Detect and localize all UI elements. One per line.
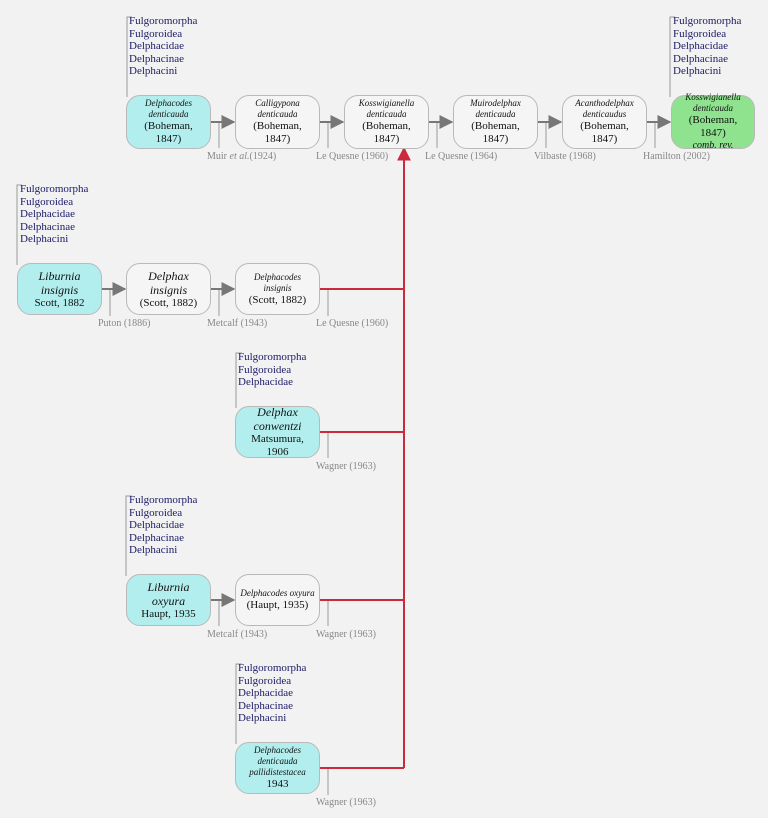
taxon-superfamily: Fulgoroidea — [238, 363, 292, 376]
taxon-author: (Boheman, 1847) — [471, 120, 520, 145]
taxon-order: Fulgoromorpha — [129, 15, 198, 27]
taxon-node-original[interactable]: Delphax conwentzi Matsumura, 1906 — [235, 405, 320, 458]
taxon-name: Calligypona denticauda — [255, 98, 300, 119]
citation-label: Hamilton (2002) — [643, 151, 710, 162]
taxon-author: (Haupt, 1935) — [246, 599, 309, 611]
taxon-author: 1943 — [266, 778, 289, 790]
taxon-node-original[interactable]: Delphacodes denticauda (Boheman, 1847) — [126, 95, 211, 149]
taxon-author: Scott, 1882 — [34, 296, 85, 309]
taxon-author: Matsumura, 1906 — [251, 433, 304, 458]
taxon-name: Delphacodes insignis — [254, 271, 301, 293]
taxon-subfamily: Delphacinae — [20, 220, 75, 233]
taxon-node[interactable]: Delphax insignis (Scott, 1882) — [126, 263, 211, 315]
taxon-name: Delphax conwentzi — [253, 405, 302, 433]
taxon-node-current[interactable]: Kosswigianella denticauda (Boheman, 1847… — [671, 92, 755, 151]
taxon-author: (Boheman, 1847) — [362, 120, 411, 145]
taxonomy-bracket — [125, 495, 132, 576]
citation-label: Metcalf (1943) — [207, 629, 268, 640]
taxonomy-bracket — [16, 184, 22, 265]
taxonomy-list: Fulgoromorpha Fulgoroidea Delphacidae De… — [673, 15, 741, 78]
taxon-family: Delphacidae — [238, 687, 293, 700]
taxon-tribe: Delphacini — [129, 544, 178, 557]
citation-label: Le Quesne (1960) — [316, 318, 389, 329]
taxon-node-original[interactable]: Delphacodes denticauda pallidistestacea … — [235, 742, 320, 794]
taxon-family: Delphacidae — [20, 208, 75, 221]
taxonomy-bracket — [235, 663, 242, 744]
taxonomy-bracket — [126, 16, 132, 97]
taxon-name: Kosswigianella denticauda — [358, 98, 415, 119]
taxon-subfamily: Delphacinae — [673, 52, 728, 65]
taxon-node[interactable]: Kosswigianella denticauda (Boheman, 1847… — [344, 95, 429, 149]
taxon-node-original[interactable]: Liburnia insignis Scott, 1882 — [17, 263, 102, 315]
taxon-node[interactable]: Calligypona denticauda (Boheman, 1847) — [235, 95, 320, 149]
taxon-order: Fulgoromorpha — [238, 351, 307, 363]
citation-label: Le Quesne (1960) — [316, 151, 389, 162]
taxon-author: (Scott, 1882) — [248, 293, 307, 306]
taxon-name: Delphacodes oxyura — [240, 588, 315, 598]
taxonomy-list: Fulgoromorpha Fulgoroidea Delphacidae De… — [129, 15, 197, 78]
citation-label: Vilbaste (1968) — [534, 151, 596, 162]
taxon-node-original[interactable]: Liburnia oxyura Haupt, 1935 — [126, 574, 211, 626]
taxon-subfamily: Delphacinae — [129, 531, 184, 544]
citation-label: Le Quesne (1964) — [425, 151, 498, 162]
taxon-superfamily: Fulgoroidea — [20, 195, 74, 208]
taxon-superfamily: Fulgoroidea — [238, 674, 292, 687]
citation-label: Wagner (1963) — [316, 461, 377, 472]
citation-label: Muir et al.(1924) — [207, 151, 277, 162]
taxon-superfamily: Fulgoroidea — [129, 506, 183, 519]
taxon-node[interactable]: Delphacodes oxyura (Haupt, 1935) — [235, 574, 320, 626]
taxon-family: Delphacidae — [238, 376, 293, 389]
taxon-family: Delphacidae — [129, 40, 184, 53]
taxon-subfamily: Delphacinae — [129, 52, 184, 65]
taxon-superfamily: Fulgoroidea — [129, 27, 183, 40]
taxon-author: (Boheman, 1847) — [144, 120, 193, 145]
taxon-name: Kosswigianella denticauda — [685, 92, 741, 113]
taxon-family: Delphacidae — [673, 40, 728, 53]
taxon-name: Muirodelphax denticauda — [470, 98, 521, 119]
taxon-order: Fulgoromorpha — [673, 15, 742, 27]
taxon-author: (Scott, 1882) — [139, 296, 198, 309]
taxon-name: Delphacodes denticauda pallidistestacea — [249, 745, 306, 777]
taxon-node[interactable]: Acanthodelphax denticaudus (Boheman, 184… — [562, 95, 647, 149]
taxon-author: (Boheman, 1847) — [253, 120, 302, 145]
taxonomy-list: Fulgoromorpha Fulgoroidea Delphacidae De… — [238, 662, 306, 725]
taxon-order: Fulgoromorpha — [20, 183, 89, 195]
taxon-node[interactable]: Muirodelphax denticauda (Boheman, 1847) — [453, 95, 538, 149]
taxon-tribe: Delphacini — [238, 712, 287, 725]
citation-label: Wagner (1963) — [316, 629, 377, 640]
citation-label: Wagner (1963) — [316, 797, 377, 808]
taxon-order: Fulgoromorpha — [129, 494, 198, 506]
taxon-name: Liburnia insignis — [38, 268, 81, 297]
taxon-name: Liburnia oxyura — [147, 579, 190, 608]
taxon-subfamily: Delphacinae — [238, 699, 293, 712]
taxon-author: Haupt, 1935 — [141, 607, 196, 620]
taxon-name: Delphax insignis — [148, 268, 189, 297]
taxon-tribe: Delphacini — [129, 65, 178, 78]
taxon-name: Acanthodelphax denticaudus — [575, 98, 634, 119]
taxon-author: (Boheman, 1847) — [580, 120, 629, 145]
taxon-family: Delphacidae — [129, 519, 184, 532]
taxonomy-list: Fulgoromorpha Fulgoroidea Delphacidae — [238, 351, 306, 389]
taxon-name: Delphacodes denticauda — [145, 98, 192, 119]
taxonomy-list: Fulgoromorpha Fulgoroidea Delphacidae De… — [129, 494, 197, 557]
taxonomy-list: Fulgoromorpha Fulgoroidea Delphacidae De… — [20, 183, 88, 246]
taxon-tribe: Delphacini — [673, 65, 722, 78]
taxon-order: Fulgoromorpha — [238, 662, 307, 674]
taxonomy-bracket — [235, 352, 242, 408]
taxonomy-bracket — [669, 16, 675, 97]
taxon-tribe: Delphacini — [20, 233, 69, 246]
taxon-node[interactable]: Delphacodes insignis (Scott, 1882) — [235, 263, 320, 315]
taxon-author: (Boheman, 1847) — [688, 114, 738, 139]
citation-label: Metcalf (1943) — [207, 318, 268, 329]
taxon-superfamily: Fulgoroidea — [673, 27, 727, 40]
taxon-note: comb. rev. — [692, 140, 734, 151]
citation-label: Puton (1886) — [98, 318, 151, 329]
